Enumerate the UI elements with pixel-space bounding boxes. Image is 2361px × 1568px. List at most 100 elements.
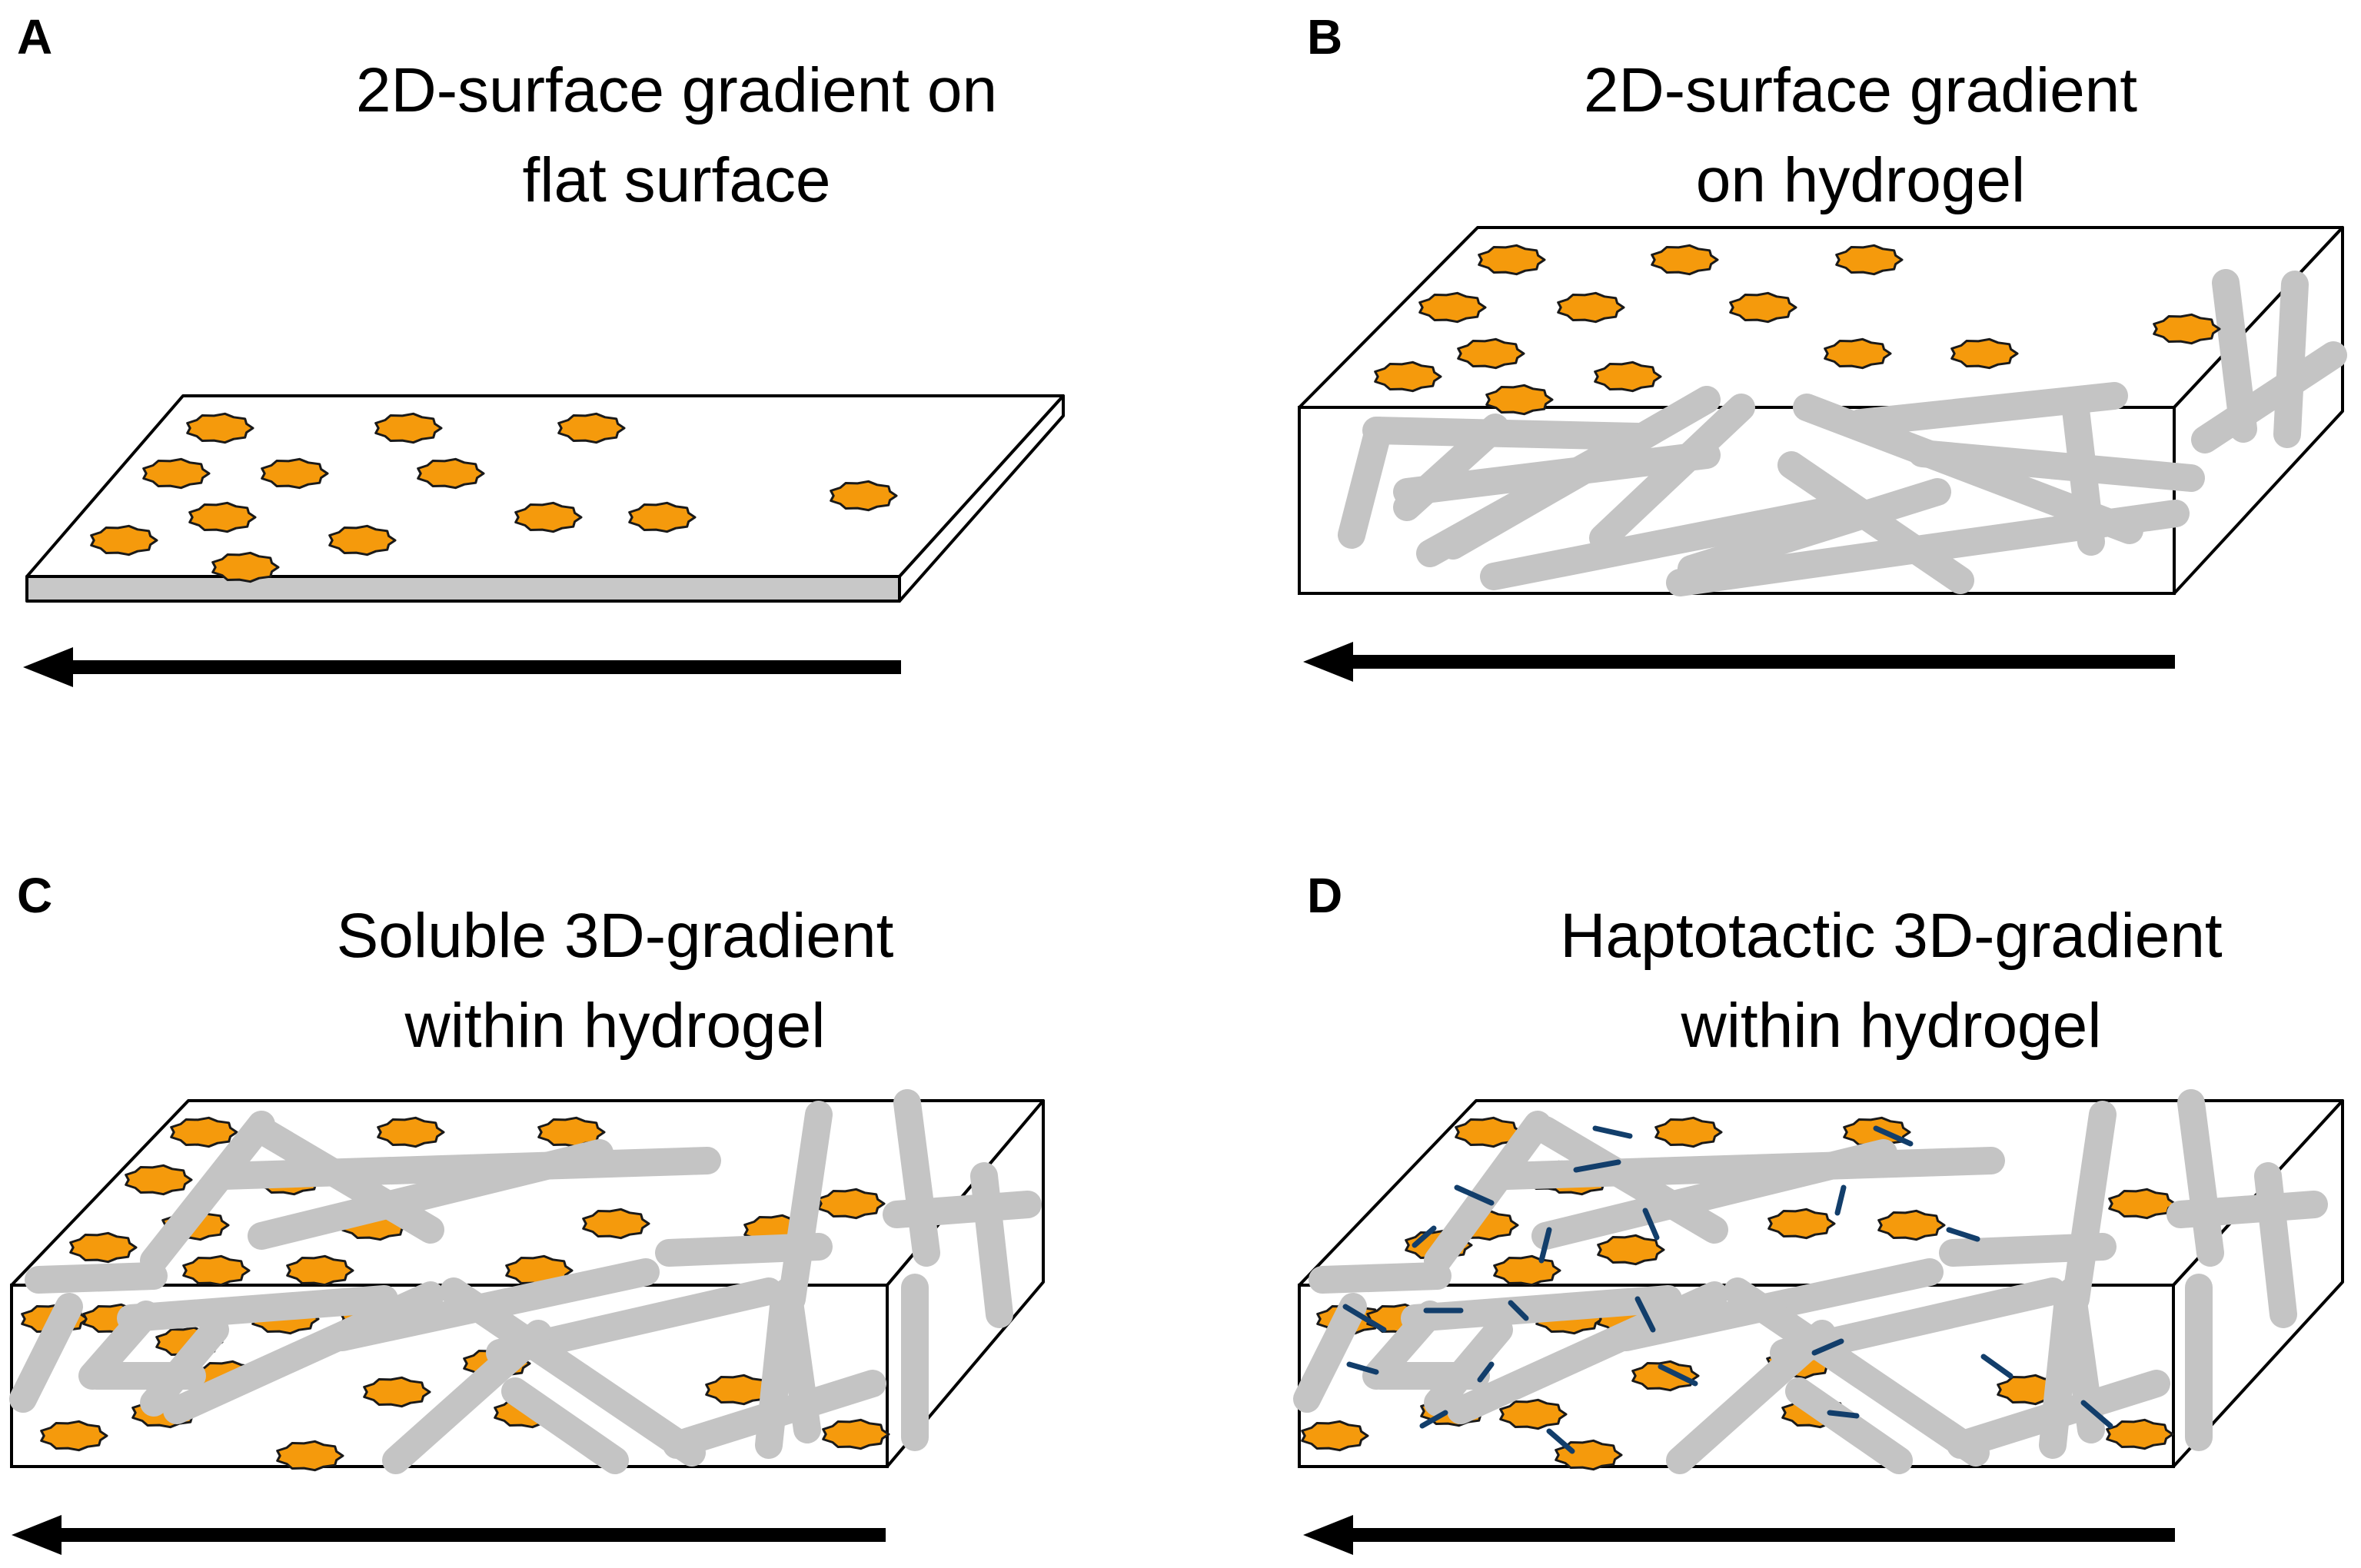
ligand-molecule xyxy=(1767,1208,1836,1240)
ligand-molecule xyxy=(276,1440,344,1472)
surface-ligands xyxy=(1374,244,2221,416)
hydrogel-fiber xyxy=(778,1101,833,1313)
hydrogel-fiber xyxy=(1424,1316,1513,1417)
ligand-molecule xyxy=(188,501,257,533)
hydrogel-fiber xyxy=(1338,417,1392,549)
ligand-molecule xyxy=(1455,1116,1523,1148)
panel-b-title-line-2: on hydrogel xyxy=(1696,145,2026,215)
ligand-tether xyxy=(1454,1184,1495,1206)
panel-b-title-line-1: 2D-surface gradient xyxy=(1584,55,2137,125)
hydrogel-fiber xyxy=(2166,1191,2328,1228)
hydrogel-fiber xyxy=(893,1089,940,1267)
panel-c: C Soluble 3D-gradient within hydrogel xyxy=(9,868,1045,1555)
gradient-arrow xyxy=(12,1515,886,1555)
ligand-molecule xyxy=(261,457,329,490)
ligand-molecule xyxy=(1374,360,1442,393)
hydrogel-fiber xyxy=(140,1111,275,1274)
surface-ligands xyxy=(90,412,898,583)
hydrogel-fiber xyxy=(970,1162,1013,1328)
ligand-molecule xyxy=(582,1208,650,1240)
ligand-molecule xyxy=(822,1418,890,1450)
ligand-tethers xyxy=(1342,1125,2113,1454)
hydrogel-fiber xyxy=(248,1139,614,1250)
ligand-molecule xyxy=(514,501,583,533)
ligand-tether xyxy=(1346,1361,1379,1375)
hydrogel-fiber xyxy=(501,1377,629,1474)
ligand-tether xyxy=(1477,1361,1495,1383)
ligand-molecule xyxy=(417,457,485,490)
hydrogel-fiber xyxy=(1401,1285,1682,1332)
ligand-molecule xyxy=(186,412,254,444)
ligand-molecule xyxy=(1301,1420,1369,1452)
ligand-molecule xyxy=(1631,1360,1700,1392)
ligand-tether xyxy=(1412,1225,1437,1248)
hydrogel-fiber xyxy=(9,1293,83,1413)
ligand-molecule xyxy=(628,501,697,533)
panel-letter-a: A xyxy=(17,9,52,65)
flat-surface-front xyxy=(25,575,901,603)
ligand-molecule xyxy=(90,524,158,556)
ligand-molecule xyxy=(1594,360,1662,393)
ligand-molecule xyxy=(374,412,443,444)
hydrogel-fiber xyxy=(1678,478,1951,583)
ligand-molecule xyxy=(363,1376,431,1408)
ligand-molecule xyxy=(1651,244,1719,276)
ligand-molecule xyxy=(1499,1398,1568,1430)
ligand-molecule xyxy=(830,480,898,512)
ligand-molecule xyxy=(1485,384,1554,416)
ligand-molecule xyxy=(1950,337,2019,370)
panel-c-title-line-2: within hydrogel xyxy=(404,991,826,1061)
hydrogel-fiber xyxy=(1908,440,2205,492)
hydrogel-fiber xyxy=(1439,386,1721,560)
ligand-molecule xyxy=(817,1188,886,1220)
hydrogel-fiber xyxy=(2177,1089,2224,1267)
hydrogel-fiber xyxy=(117,1285,398,1332)
hydrogel-fiber xyxy=(1493,1147,2005,1190)
ligand-tether xyxy=(1573,1159,1621,1173)
hydrogel-fiber xyxy=(2212,269,2257,443)
gradient-arrow xyxy=(23,647,901,687)
ligand-molecule xyxy=(2106,1418,2174,1450)
ligand-tether xyxy=(1946,1227,1980,1242)
ligand-molecule xyxy=(1418,291,1487,324)
ligand-molecule xyxy=(1478,244,1546,276)
hydrogel-fiber xyxy=(1480,493,1859,590)
panel-a-title-line-1: 2D-surface gradient on xyxy=(356,55,997,125)
ligand-tether xyxy=(1811,1338,1844,1356)
ligand-molecule xyxy=(286,1254,354,1287)
gradient-arrow xyxy=(1303,1515,2175,1555)
ligand-tether xyxy=(1592,1125,1633,1139)
ligand-tether xyxy=(1980,1354,2014,1379)
hydrogel-fiber xyxy=(1724,1277,1990,1467)
panel-letter-d: D xyxy=(1307,868,1342,923)
hydrogel-fiber xyxy=(2062,396,2105,556)
panel-d-title-line-2: within hydrogel xyxy=(1681,991,2102,1061)
hydrogel-fiber xyxy=(1309,1262,1452,1294)
hydrogel-fiber xyxy=(2062,1101,2117,1313)
hydrogel-fiber xyxy=(2191,341,2347,453)
ligand-molecule xyxy=(1557,291,1625,324)
ligand-tether xyxy=(1834,1184,1847,1216)
hydrogel-fibers xyxy=(9,1089,1042,1474)
ligand-molecule xyxy=(182,1254,251,1287)
panel-d-title-line-1: Haptotactic 3D-gradient xyxy=(1560,901,2223,971)
panel-letter-c: C xyxy=(17,868,52,923)
ligand-tether xyxy=(1873,1125,1914,1147)
hydrogel-fiber xyxy=(209,1147,721,1190)
hydrogel-fiber xyxy=(2273,271,2309,448)
ligand-molecule xyxy=(40,1420,108,1452)
ligand-tether xyxy=(2080,1400,2113,1429)
hydrogel-fiber xyxy=(1785,1377,1913,1474)
panel-c-title-line-1: Soluble 3D-gradient xyxy=(337,901,894,971)
ligand-tether xyxy=(1634,1296,1656,1333)
ligand-molecule xyxy=(1729,291,1797,324)
hydrogel-fiber xyxy=(1589,394,1755,552)
panel-b: B 2D-surface gradient on hydrogel xyxy=(1298,9,2347,682)
ligand-tether xyxy=(1546,1428,1575,1454)
ligand-tether xyxy=(1642,1208,1660,1241)
ligand-molecule xyxy=(328,524,397,556)
ligand-molecule xyxy=(705,1374,773,1406)
ligand-molecule xyxy=(1457,337,1525,370)
gradient-arrow xyxy=(1303,642,2175,682)
hydrogel-fiber xyxy=(140,1316,229,1417)
